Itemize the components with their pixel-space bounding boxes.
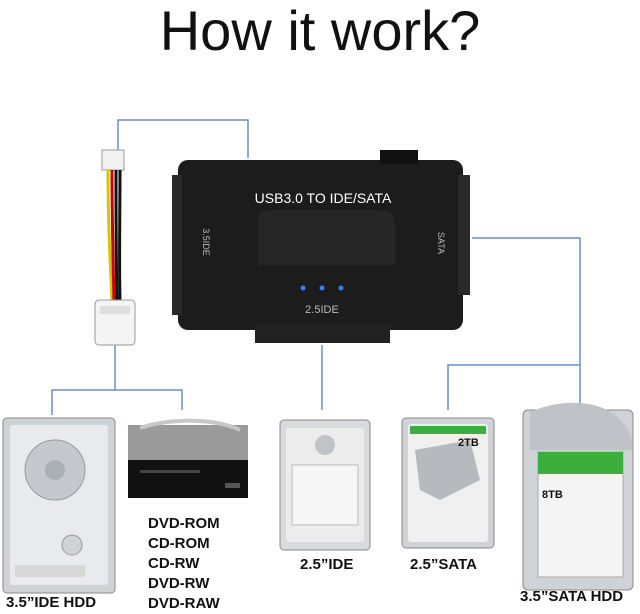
hdd25-sata-image: 2TB bbox=[401, 417, 495, 549]
molex-power-cable bbox=[94, 149, 136, 346]
led-3 bbox=[338, 285, 344, 291]
led-1 bbox=[300, 285, 306, 291]
dvd-type-item: CD-ROM bbox=[148, 535, 210, 552]
port-25ide-label: 2.5IDE bbox=[305, 304, 339, 316]
dvd-type-item: DVD-RW bbox=[148, 575, 210, 592]
dvd-type-item: DVD-RAW bbox=[148, 595, 220, 612]
dvd-drive-image bbox=[128, 418, 248, 498]
hdd25-ide-label: 2.5”IDE bbox=[300, 556, 354, 573]
sata-line bbox=[472, 237, 581, 365]
hdd35-sata-label: 3.5”SATA HDD bbox=[520, 588, 624, 605]
sata25-capacity: 2TB bbox=[458, 437, 479, 449]
connector-lines bbox=[51, 119, 581, 415]
dvd-types-list: DVD-ROM CD-ROM CD-RW DVD-RW DVD-RAW bbox=[148, 514, 220, 614]
hdd25-sata-label: 2.5”SATA bbox=[410, 556, 477, 573]
hdd35-sata-image: 8TB bbox=[522, 402, 634, 591]
port-35ide-label: 3.5IDE bbox=[201, 228, 211, 256]
sata-branch bbox=[447, 364, 581, 410]
sata35-capacity: 8TB bbox=[542, 489, 563, 501]
port-sata-label: SATA bbox=[436, 232, 446, 254]
ide35-line bbox=[51, 389, 183, 415]
dvd-type-item: DVD-ROM bbox=[148, 515, 220, 532]
adapter-body bbox=[172, 150, 470, 343]
power-cable-line bbox=[117, 119, 249, 158]
hdd35-ide-image bbox=[2, 417, 116, 594]
adapter-name: USB3.0 TO IDE/SATA bbox=[255, 190, 392, 206]
hdd35-ide-label: 3.5”IDE HDD bbox=[6, 594, 97, 611]
hdd25-ide-image bbox=[279, 419, 371, 551]
led-2 bbox=[319, 285, 325, 291]
page-title: How it work? bbox=[159, 0, 481, 62]
dvd-type-item: CD-RW bbox=[148, 555, 200, 572]
